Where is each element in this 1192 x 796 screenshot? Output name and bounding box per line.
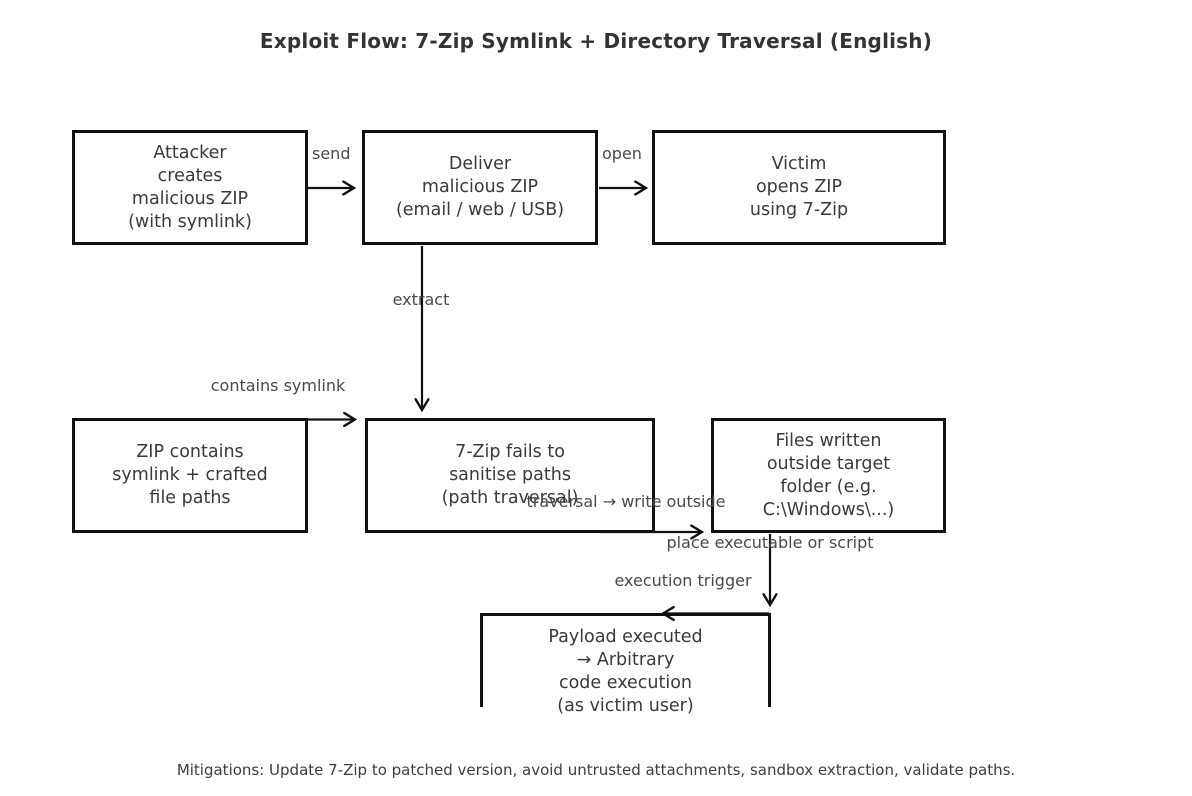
edge-label-open: open bbox=[602, 144, 642, 163]
node-files-written-outside: Files written outside target folder (e.g… bbox=[711, 418, 946, 533]
node-payload-executed-frame bbox=[480, 613, 771, 707]
edge-label-contains-symlink: contains symlink bbox=[210, 376, 346, 395]
edge-label-send: send bbox=[312, 144, 351, 163]
edge-label-traversal-write-outside: traversal → write outside bbox=[526, 492, 726, 511]
node-zip-contains-symlink: ZIP contains symlink + crafted file path… bbox=[72, 418, 308, 533]
node-payload-executed-label: Payload executed → Arbitrary code execut… bbox=[548, 627, 703, 716]
edge-label-extract: extract bbox=[392, 290, 450, 309]
node-victim-opens-zip: Victim opens ZIP using 7-Zip bbox=[652, 130, 946, 245]
node-7zip-fails-sanitise: 7-Zip fails to sanitise paths (path trav… bbox=[365, 418, 655, 533]
edge-label-place-executable: place executable or script bbox=[666, 533, 874, 552]
diagram-title: Exploit Flow: 7-Zip Symlink + Directory … bbox=[259, 29, 933, 53]
node-attacker-creates-zip: Attacker creates malicious ZIP (with sym… bbox=[72, 130, 308, 245]
edge-label-execution-trigger: execution trigger bbox=[614, 571, 752, 590]
mitigations-note: Mitigations: Update 7-Zip to patched ver… bbox=[176, 761, 1016, 779]
node-deliver-malicious-zip: Deliver malicious ZIP (email / web / USB… bbox=[362, 130, 598, 245]
